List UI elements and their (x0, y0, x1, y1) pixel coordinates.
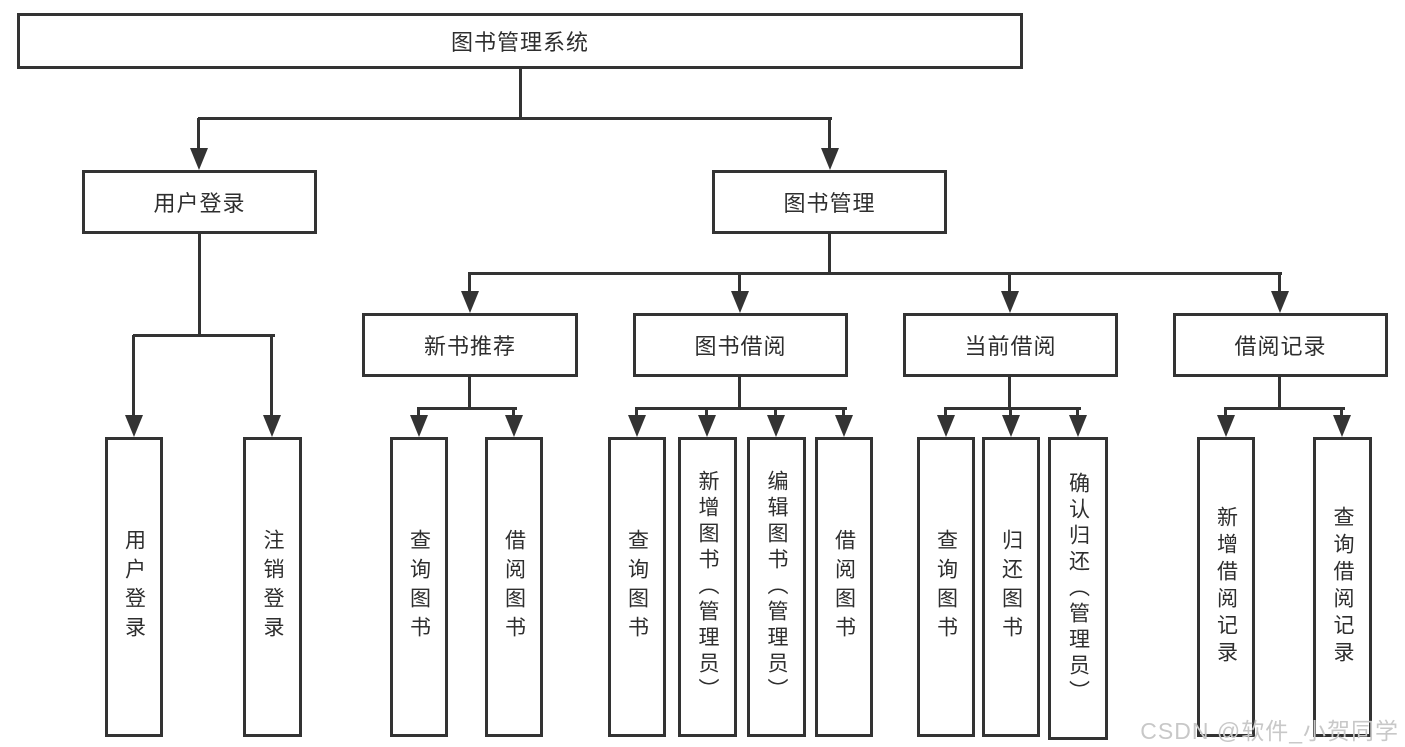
node-new-book-recommend: 新书推荐 (362, 313, 578, 377)
connector-arrow-down (263, 335, 281, 437)
connector-arrow-down (821, 118, 839, 170)
leaf-label: 查询图书 (625, 529, 649, 645)
connector-line (198, 234, 201, 336)
node-user-login-branch: 用户登录 (82, 170, 317, 234)
connector-arrow-down (731, 273, 749, 313)
connector-arrow-down (410, 408, 428, 437)
connector-arrow-down (937, 408, 955, 437)
leaf-borrow-books: 借阅图书 (815, 437, 873, 737)
connector-arrow-down (835, 408, 853, 437)
node-borrow-records: 借阅记录 (1173, 313, 1388, 377)
connector-arrow-down (505, 408, 523, 437)
connector-arrow-down (1217, 408, 1235, 437)
leaf-label: 查询图书 (934, 529, 958, 645)
leaf-label: 归还图书 (999, 529, 1023, 645)
connector-line (519, 69, 522, 120)
leaf-confirm-return-admin: 确认归还（管理员） (1048, 437, 1108, 740)
leaf-logout: 注销登录 (243, 437, 302, 737)
connector-line (1278, 377, 1281, 409)
csdn-watermark: CSDN @软件_小贺同学 (1140, 718, 1399, 744)
leaf-borrow-books: 借阅图书 (485, 437, 543, 737)
connector-line (417, 407, 517, 410)
connector-arrow-down (1069, 408, 1087, 437)
connector-arrow-down (698, 408, 716, 437)
connector-line (944, 407, 1081, 410)
leaf-label: 查询借阅记录 (1331, 506, 1354, 668)
connector-line (468, 377, 471, 409)
connector-line (1224, 407, 1345, 410)
node-root-system: 图书管理系统 (17, 13, 1023, 69)
connector-line (1008, 377, 1011, 409)
leaf-return-books: 归还图书 (982, 437, 1040, 737)
leaf-label: 用户登录 (122, 529, 146, 645)
connector-line (468, 272, 1282, 275)
connector-arrow-down (1271, 273, 1289, 313)
connector-line (133, 334, 275, 337)
leaf-label: 新增图书（管理员） (696, 470, 719, 704)
leaf-label: 编辑图书（管理员） (765, 470, 788, 704)
leaf-add-borrow-record: 新增借阅记录 (1197, 437, 1255, 737)
leaf-query-borrow-record: 查询借阅记录 (1313, 437, 1372, 737)
leaf-label: 借阅图书 (832, 529, 856, 645)
connector-arrow-down (1333, 408, 1351, 437)
leaf-query-books: 查询图书 (608, 437, 666, 737)
leaf-edit-book-admin: 编辑图书（管理员） (747, 437, 806, 737)
connector-arrow-down (628, 408, 646, 437)
leaf-label: 查询图书 (407, 529, 431, 645)
connector-arrow-down (767, 408, 785, 437)
connector-line (635, 407, 847, 410)
leaf-add-book-admin: 新增图书（管理员） (678, 437, 737, 737)
leaf-user-login: 用户登录 (105, 437, 163, 737)
leaf-query-books: 查询图书 (390, 437, 448, 737)
connector-arrow-down (1002, 408, 1020, 437)
node-book-borrow: 图书借阅 (633, 313, 848, 377)
connector-arrow-down (1001, 273, 1019, 313)
connector-arrow-down (190, 118, 208, 170)
leaf-label: 确认归还（管理员） (1066, 471, 1090, 706)
connector-line (738, 377, 741, 409)
leaf-query-books: 查询图书 (917, 437, 975, 737)
node-book-management-branch: 图书管理 (712, 170, 947, 234)
connector-line (198, 117, 832, 120)
leaf-label: 新增借阅记录 (1214, 506, 1238, 668)
connector-arrow-down (125, 335, 143, 437)
connector-arrow-down (461, 273, 479, 313)
leaf-label: 借阅图书 (502, 529, 526, 645)
leaf-label: 注销登录 (261, 529, 284, 645)
connector-line (828, 234, 831, 275)
node-current-borrow: 当前借阅 (903, 313, 1118, 377)
